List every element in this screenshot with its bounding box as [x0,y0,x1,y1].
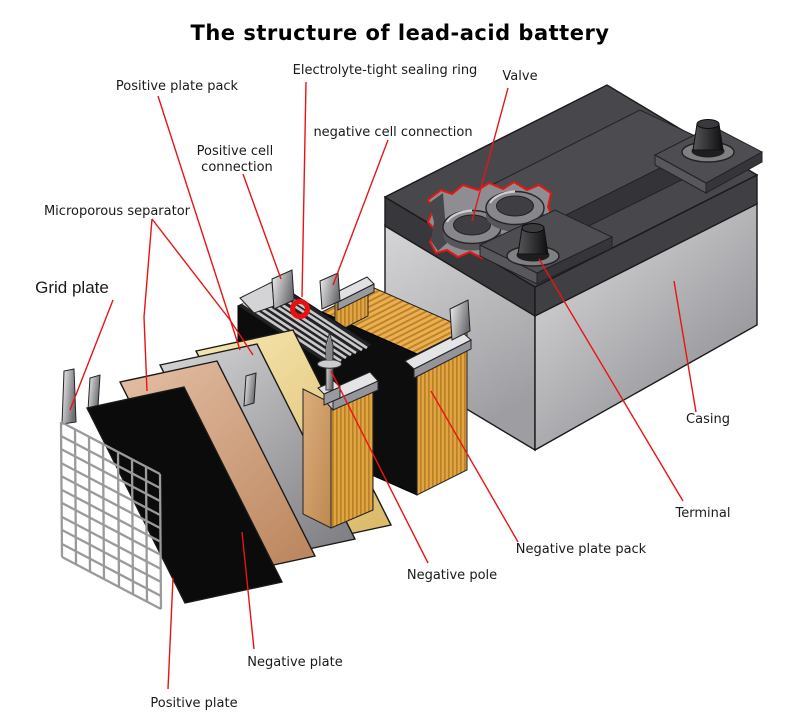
leader-grid-plate [69,299,114,411]
label-positive-cell-connection-line2: connection [201,160,273,175]
leader-positive-cell-connection [242,173,282,280]
leader-lines [69,81,697,690]
grid-plate-mesh [59,368,163,611]
label-negative-plate-pack: Negative plate pack [516,542,647,557]
negative-cell-connection-flag [319,272,341,310]
negative-plate-tab [243,372,257,407]
front-pack-side-face [302,388,332,529]
label-electrolyte-sealing-ring: Electrolyte-tight sealing ring [293,63,478,78]
leader-casing [673,280,697,413]
battery-casing [383,84,764,452]
label-grid-plate: Grid plate [35,278,109,297]
grid-plate-tab [61,368,77,425]
cutaway-shadow [429,193,447,251]
leader-microporous-separator-1 [143,218,153,392]
label-negative-pole: Negative pole [407,568,497,583]
label-positive-plate: Positive plate [150,696,237,711]
leader-negative-pole [330,370,429,564]
leader-terminal [538,258,684,502]
leader-positive-plate [167,577,174,690]
grid-lines [59,420,163,611]
negative-plate-pack-front [302,331,379,529]
sealing-ring [290,299,310,319]
label-valve: Valve [502,69,537,84]
leader-negative-plate [241,531,255,650]
label-positive-cell-connection-line1: Positive cell [197,144,274,159]
negative-pole-pin [317,331,342,406]
label-casing: Casing [686,412,730,427]
label-microporous-separator: Microporous separator [44,204,191,219]
rear-cell-segment [330,276,375,334]
diagram-title: The structure of lead-acid battery [191,21,610,45]
label-negative-cell-connection: negative cell connection [313,125,472,140]
leader-microporous-separator-2 [151,218,254,356]
leader-sealing-ring [301,81,307,298]
label-positive-plate-pack: Positive plate pack [116,79,239,94]
large-pack-connector-bar [404,331,472,379]
large-pack-connector-flag [449,299,471,341]
positive-plate-tab [87,374,101,411]
terminal-post-front [506,223,560,267]
leader-valve [471,87,509,222]
terminal-post-right [681,119,735,163]
leader-negative-plate-pack [430,390,519,543]
leader-negative-cell-connection [332,139,389,286]
leader-positive-plate-pack [157,95,241,351]
label-terminal: Terminal [675,506,731,521]
positive-cell-connection-flag [271,269,295,310]
label-positive-cell-connection: Positive cell connection [197,144,278,175]
label-negative-plate: Negative plate [247,655,342,670]
